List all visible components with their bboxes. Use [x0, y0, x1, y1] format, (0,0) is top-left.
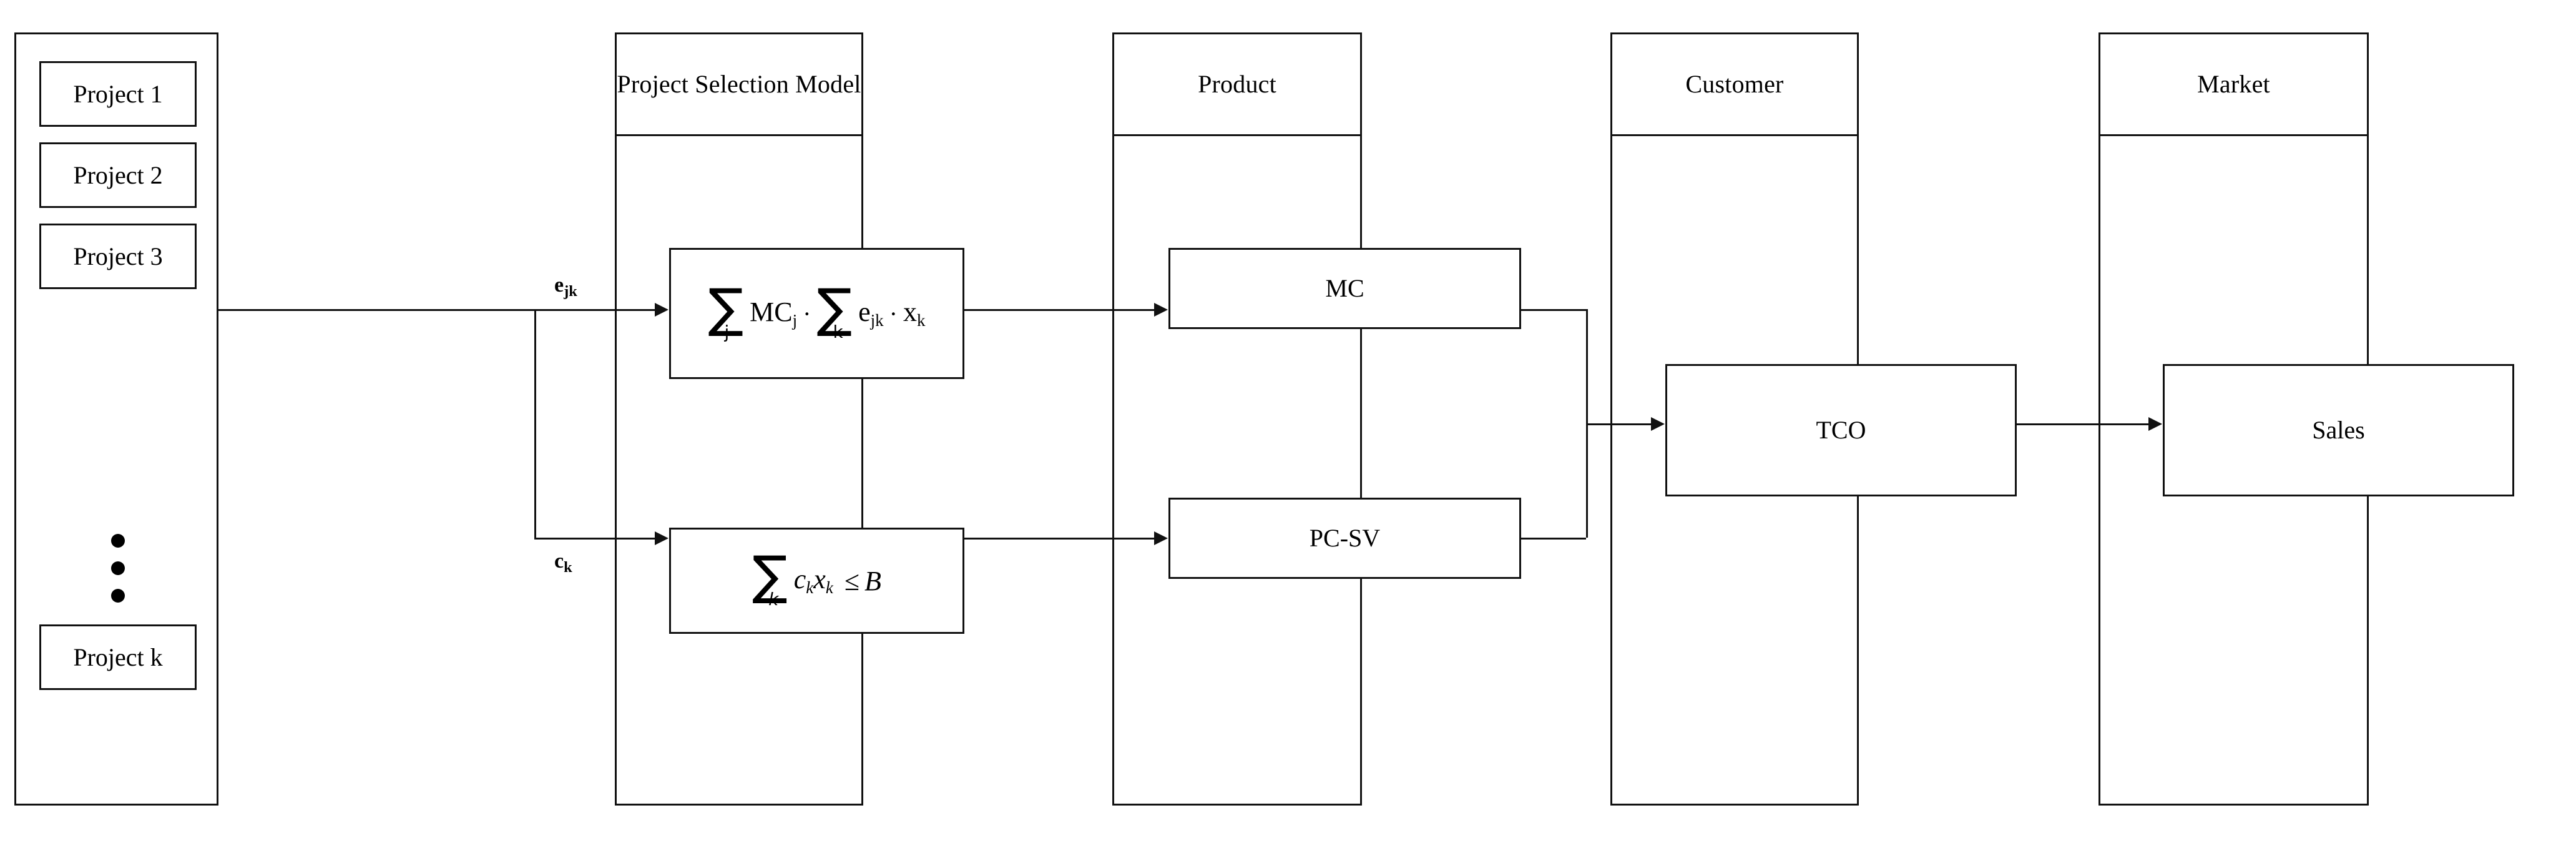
market-box-sales-label: Sales	[2312, 416, 2365, 444]
vertical-ellipsis-icon	[111, 534, 125, 603]
edge-objective-to-mc	[964, 309, 1154, 311]
formula-box-objective[interactable]: ∑ j MCj · ∑ k ejk · xk	[669, 248, 964, 379]
project-box-k-label: Project k	[73, 643, 163, 671]
edge-constraint-to-pcsv	[964, 538, 1154, 540]
arrowhead-mc	[1154, 303, 1168, 317]
customer-box-tco-label: TCO	[1816, 416, 1866, 444]
operator-dot-2: ·	[889, 299, 898, 328]
column-market-header: Market	[2100, 34, 2367, 136]
project-box-3[interactable]: Project 3	[39, 224, 197, 289]
product-box-mc[interactable]: MC	[1168, 248, 1521, 329]
term-x-k: xk	[903, 297, 926, 330]
summation-k-icon: ∑ k	[816, 277, 853, 342]
sigma-glyph-3: ∑	[752, 545, 788, 606]
term-c-k: ck	[793, 564, 814, 598]
summation-j-icon: ∑ j	[708, 277, 744, 342]
sigma-index-3: k	[768, 588, 779, 609]
relation-leq: ≤	[844, 565, 859, 596]
column-product-title: Product	[1198, 70, 1276, 98]
sigma-index-1: j	[724, 321, 730, 342]
product-box-pc-sv[interactable]: PC-SV	[1168, 498, 1521, 579]
edge-c-k-to-constraint	[534, 538, 655, 540]
sigma-glyph-2: ∑	[816, 277, 853, 339]
column-customer-header: Customer	[1612, 34, 1857, 136]
edge-pcsv-to-merge	[1521, 538, 1586, 540]
edge-label-c-k: ck	[554, 550, 572, 576]
column-customer-title: Customer	[1685, 70, 1784, 98]
column-product: Product	[1112, 32, 1362, 806]
sigma-index-2: k	[833, 321, 843, 342]
ellipsis-dot-1	[111, 534, 125, 548]
formula-budget-constraint: ∑ k ck xk ≤ B	[752, 545, 881, 609]
summation-k-icon-2: ∑ k	[752, 545, 788, 609]
product-box-pc-sv-label: PC-SV	[1309, 524, 1381, 552]
project-box-3-label: Project 3	[73, 242, 163, 270]
project-box-2-label: Project 2	[73, 160, 163, 189]
ellipsis-dot-2	[111, 561, 125, 575]
formula-box-budget-constraint[interactable]: ∑ k ck xk ≤ B	[669, 528, 964, 634]
edge-projects-to-split	[218, 309, 534, 311]
arrowhead-pcsv	[1154, 531, 1168, 545]
column-selection-model-title: Project Selection Model	[617, 70, 861, 98]
edge-merge-to-tco	[1586, 423, 1651, 425]
column-selection-model: Project Selection Model	[615, 32, 863, 806]
term-mc: MCj	[750, 297, 798, 330]
operator-dot-1: ·	[803, 299, 811, 328]
edge-split-vertical	[534, 309, 536, 538]
term-x-k-2: xk	[813, 564, 833, 598]
formula-objective: ∑ j MCj · ∑ k ejk · xk	[708, 277, 926, 342]
sigma-glyph-1: ∑	[708, 277, 744, 339]
arrowhead-sales	[2148, 417, 2162, 431]
edge-tco-to-sales	[2017, 423, 2148, 425]
project-box-k[interactable]: Project k	[39, 624, 197, 690]
column-selection-model-header: Project Selection Model	[617, 34, 861, 136]
project-box-1-label: Project 1	[73, 79, 163, 108]
column-product-header: Product	[1114, 34, 1360, 136]
arrowhead-c-k	[655, 531, 668, 545]
edge-label-e-jk: ejk	[554, 274, 577, 300]
project-box-1[interactable]: Project 1	[39, 61, 197, 127]
term-e-jk: ejk	[858, 297, 884, 330]
market-box-sales[interactable]: Sales	[2163, 364, 2514, 496]
product-box-mc-label: MC	[1325, 274, 1364, 302]
edge-e-jk-to-objective	[534, 309, 655, 311]
edge-mc-to-merge	[1521, 309, 1586, 311]
ellipsis-dot-3	[111, 589, 125, 603]
column-market-title: Market	[2197, 70, 2270, 98]
arrowhead-e-jk	[655, 303, 668, 317]
arrowhead-tco	[1651, 417, 1665, 431]
project-box-2[interactable]: Project 2	[39, 142, 197, 208]
term-budget-b: B	[864, 565, 881, 596]
customer-box-tco[interactable]: TCO	[1665, 364, 2017, 496]
